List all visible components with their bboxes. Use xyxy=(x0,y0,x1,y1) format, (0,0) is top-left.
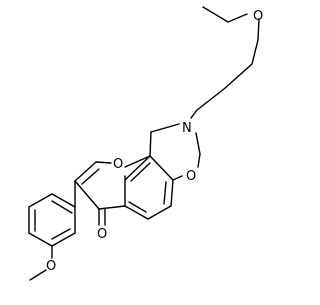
atom-label-o-ethoxy: O xyxy=(253,9,263,24)
structure-canvas: O N O O O O xyxy=(28,6,263,281)
atom-label-o-oxazine: O xyxy=(186,169,196,184)
bond-oxazine-o-aromatic xyxy=(172,175,183,181)
atom-label-o-pyran: O xyxy=(113,157,123,172)
atom-label-n-ring: N xyxy=(182,121,192,136)
bond-pyran-3 xyxy=(74,180,100,210)
bond-aryl-2 xyxy=(28,193,53,208)
bond-ethoxy-o xyxy=(257,18,260,41)
bond-benzene-4-double xyxy=(128,201,147,213)
bond-pyran-4 xyxy=(98,205,126,210)
bond-benzene-1 xyxy=(149,155,174,181)
bond-ch2-aromatic xyxy=(149,131,152,157)
bond-propyl-n xyxy=(190,109,198,119)
bond-benzene-6-double xyxy=(130,162,151,182)
bond-benzene-2 xyxy=(170,179,174,207)
bond-n-ch2-right xyxy=(195,132,201,155)
bond-ch2-oxazine-o xyxy=(197,153,201,168)
bond-aryl-5-double xyxy=(51,228,71,240)
bond-ethyl-2 xyxy=(227,13,248,23)
bond-benzene-3 xyxy=(147,205,172,220)
bond-propyl-1 xyxy=(251,39,259,65)
bond-benzene-2-double xyxy=(163,181,167,205)
bond-aryl-1 xyxy=(51,193,76,208)
bond-propyl-2 xyxy=(223,63,253,90)
bond-propyl-3 xyxy=(196,88,225,111)
bond-aryl-1-double xyxy=(51,200,73,214)
molecule-structure: O N O O O O xyxy=(28,6,263,281)
bond-aryl-4 xyxy=(28,232,53,247)
bond-benzene-4 xyxy=(124,205,149,220)
bond-pyran-o-aromatic-link xyxy=(124,155,151,168)
bond-pyran-o-vinyl xyxy=(95,161,112,164)
atom-label-o-carbonyl: O xyxy=(97,227,107,242)
bond-aryl-5 xyxy=(51,232,76,247)
atom-label-o-methoxy: O xyxy=(46,259,56,274)
bond-methoxy-methyl xyxy=(29,269,47,281)
bond-ethyl-1 xyxy=(202,6,229,23)
bond-vinyl-double xyxy=(81,168,100,185)
bond-vinyl xyxy=(74,161,97,182)
bond-n-ch2-left xyxy=(150,123,180,133)
bond-benzene-6 xyxy=(124,155,151,181)
